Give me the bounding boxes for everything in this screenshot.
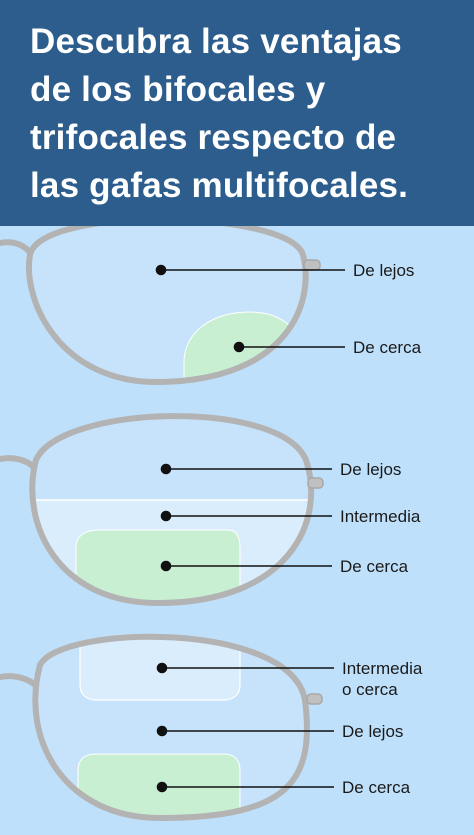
temple-arm	[0, 455, 39, 473]
lens-frame	[26, 226, 309, 386]
frame-hinge	[307, 477, 324, 489]
lens-frame	[29, 413, 315, 607]
callout-dot	[156, 725, 168, 737]
label-near: De cerca	[342, 778, 411, 797]
header-banner: Descubra las ventajas de los bifocales y…	[0, 0, 474, 226]
callout-dot	[160, 560, 172, 572]
callout-dot	[160, 510, 172, 522]
label-intermediate-line1: Intermedia	[342, 659, 423, 678]
callout-dot	[155, 264, 167, 276]
label-far: De lejos	[340, 460, 402, 479]
label-far: De lejos	[342, 722, 404, 741]
multifocal-glasses	[0, 633, 323, 822]
bifocal-glasses	[0, 226, 321, 386]
page-title: Descubra las ventajas de los bifocales y…	[30, 22, 409, 205]
label-far: De lejos	[353, 261, 415, 280]
label-near: De cerca	[340, 557, 409, 576]
lens-far-zone	[29, 226, 306, 383]
trifocal-glasses	[0, 413, 324, 607]
lens-intermediate-zone	[79, 636, 241, 701]
label-intermediate: Intermedia	[340, 507, 421, 526]
frame-hinge	[303, 259, 321, 271]
lens-near-zone	[75, 529, 241, 604]
lens-frame	[32, 633, 310, 822]
lens-diagram	[0, 226, 345, 822]
label-intermediate-line2: o cerca	[342, 680, 398, 699]
frame-hinge	[306, 693, 323, 705]
label-near: De cerca	[353, 338, 422, 357]
callout-dot	[156, 781, 168, 793]
callout-dot	[233, 341, 245, 353]
callout-dot	[156, 662, 168, 674]
callout-dot	[160, 463, 172, 475]
